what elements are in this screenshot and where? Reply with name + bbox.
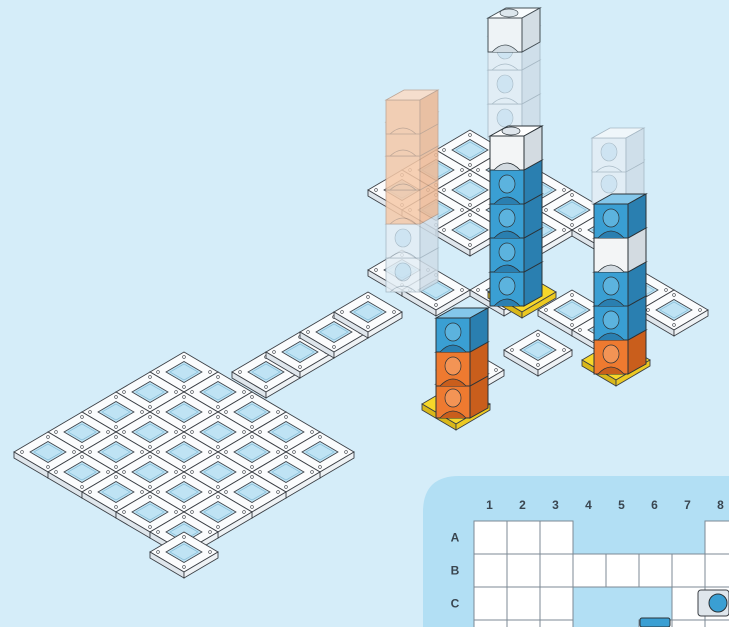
base-slab-left (14, 352, 354, 578)
grid-cell (474, 521, 507, 554)
ghost-tower-right (592, 128, 644, 204)
grid-cell (474, 554, 507, 587)
grid-column-label: 5 (618, 498, 625, 512)
grid-column-label: 8 (717, 498, 724, 512)
grid-row-label: C (451, 597, 460, 611)
ghost-tower-left (386, 90, 438, 292)
grid-column-label: 4 (585, 498, 592, 512)
grid-cell (540, 554, 573, 587)
grid-cell (507, 620, 540, 627)
grid-piece-icon-small (640, 618, 670, 627)
grid-cell (507, 587, 540, 620)
base-connector-path (232, 292, 402, 398)
grid-cell (474, 587, 507, 620)
grid-cell (705, 521, 729, 554)
grid-cell (507, 554, 540, 587)
grid-cell (507, 521, 540, 554)
grid-column-label: 7 (684, 498, 691, 512)
grid-column-label: 3 (552, 498, 559, 512)
tower-front-small (436, 308, 488, 418)
grid-piece-icon-blue (698, 590, 729, 616)
grid-cell (540, 620, 573, 627)
grid-row-label: A (451, 531, 460, 545)
grid-cell (639, 554, 672, 587)
tower-right-mixed (594, 194, 646, 374)
grid-cell (672, 554, 705, 587)
grid-cell (705, 620, 729, 627)
grid-column-label: 2 (519, 498, 526, 512)
grid-row-label: B (451, 564, 460, 578)
tower-center-blue (490, 126, 542, 306)
grid-cell (573, 554, 606, 587)
grid-cell (474, 620, 507, 627)
grid-cell (606, 554, 639, 587)
grid-cell (540, 587, 573, 620)
grid-column-label: 6 (651, 498, 658, 512)
grid-cell (540, 521, 573, 554)
grid-cell (705, 554, 729, 587)
grid-cell (672, 620, 705, 627)
ghost-tower-tall (488, 8, 540, 138)
grid-row-labels: A B C (451, 531, 460, 611)
grid-panel: 1 2 3 4 5 6 7 8 A B C (423, 476, 729, 627)
grid-column-label: 1 (486, 498, 493, 512)
